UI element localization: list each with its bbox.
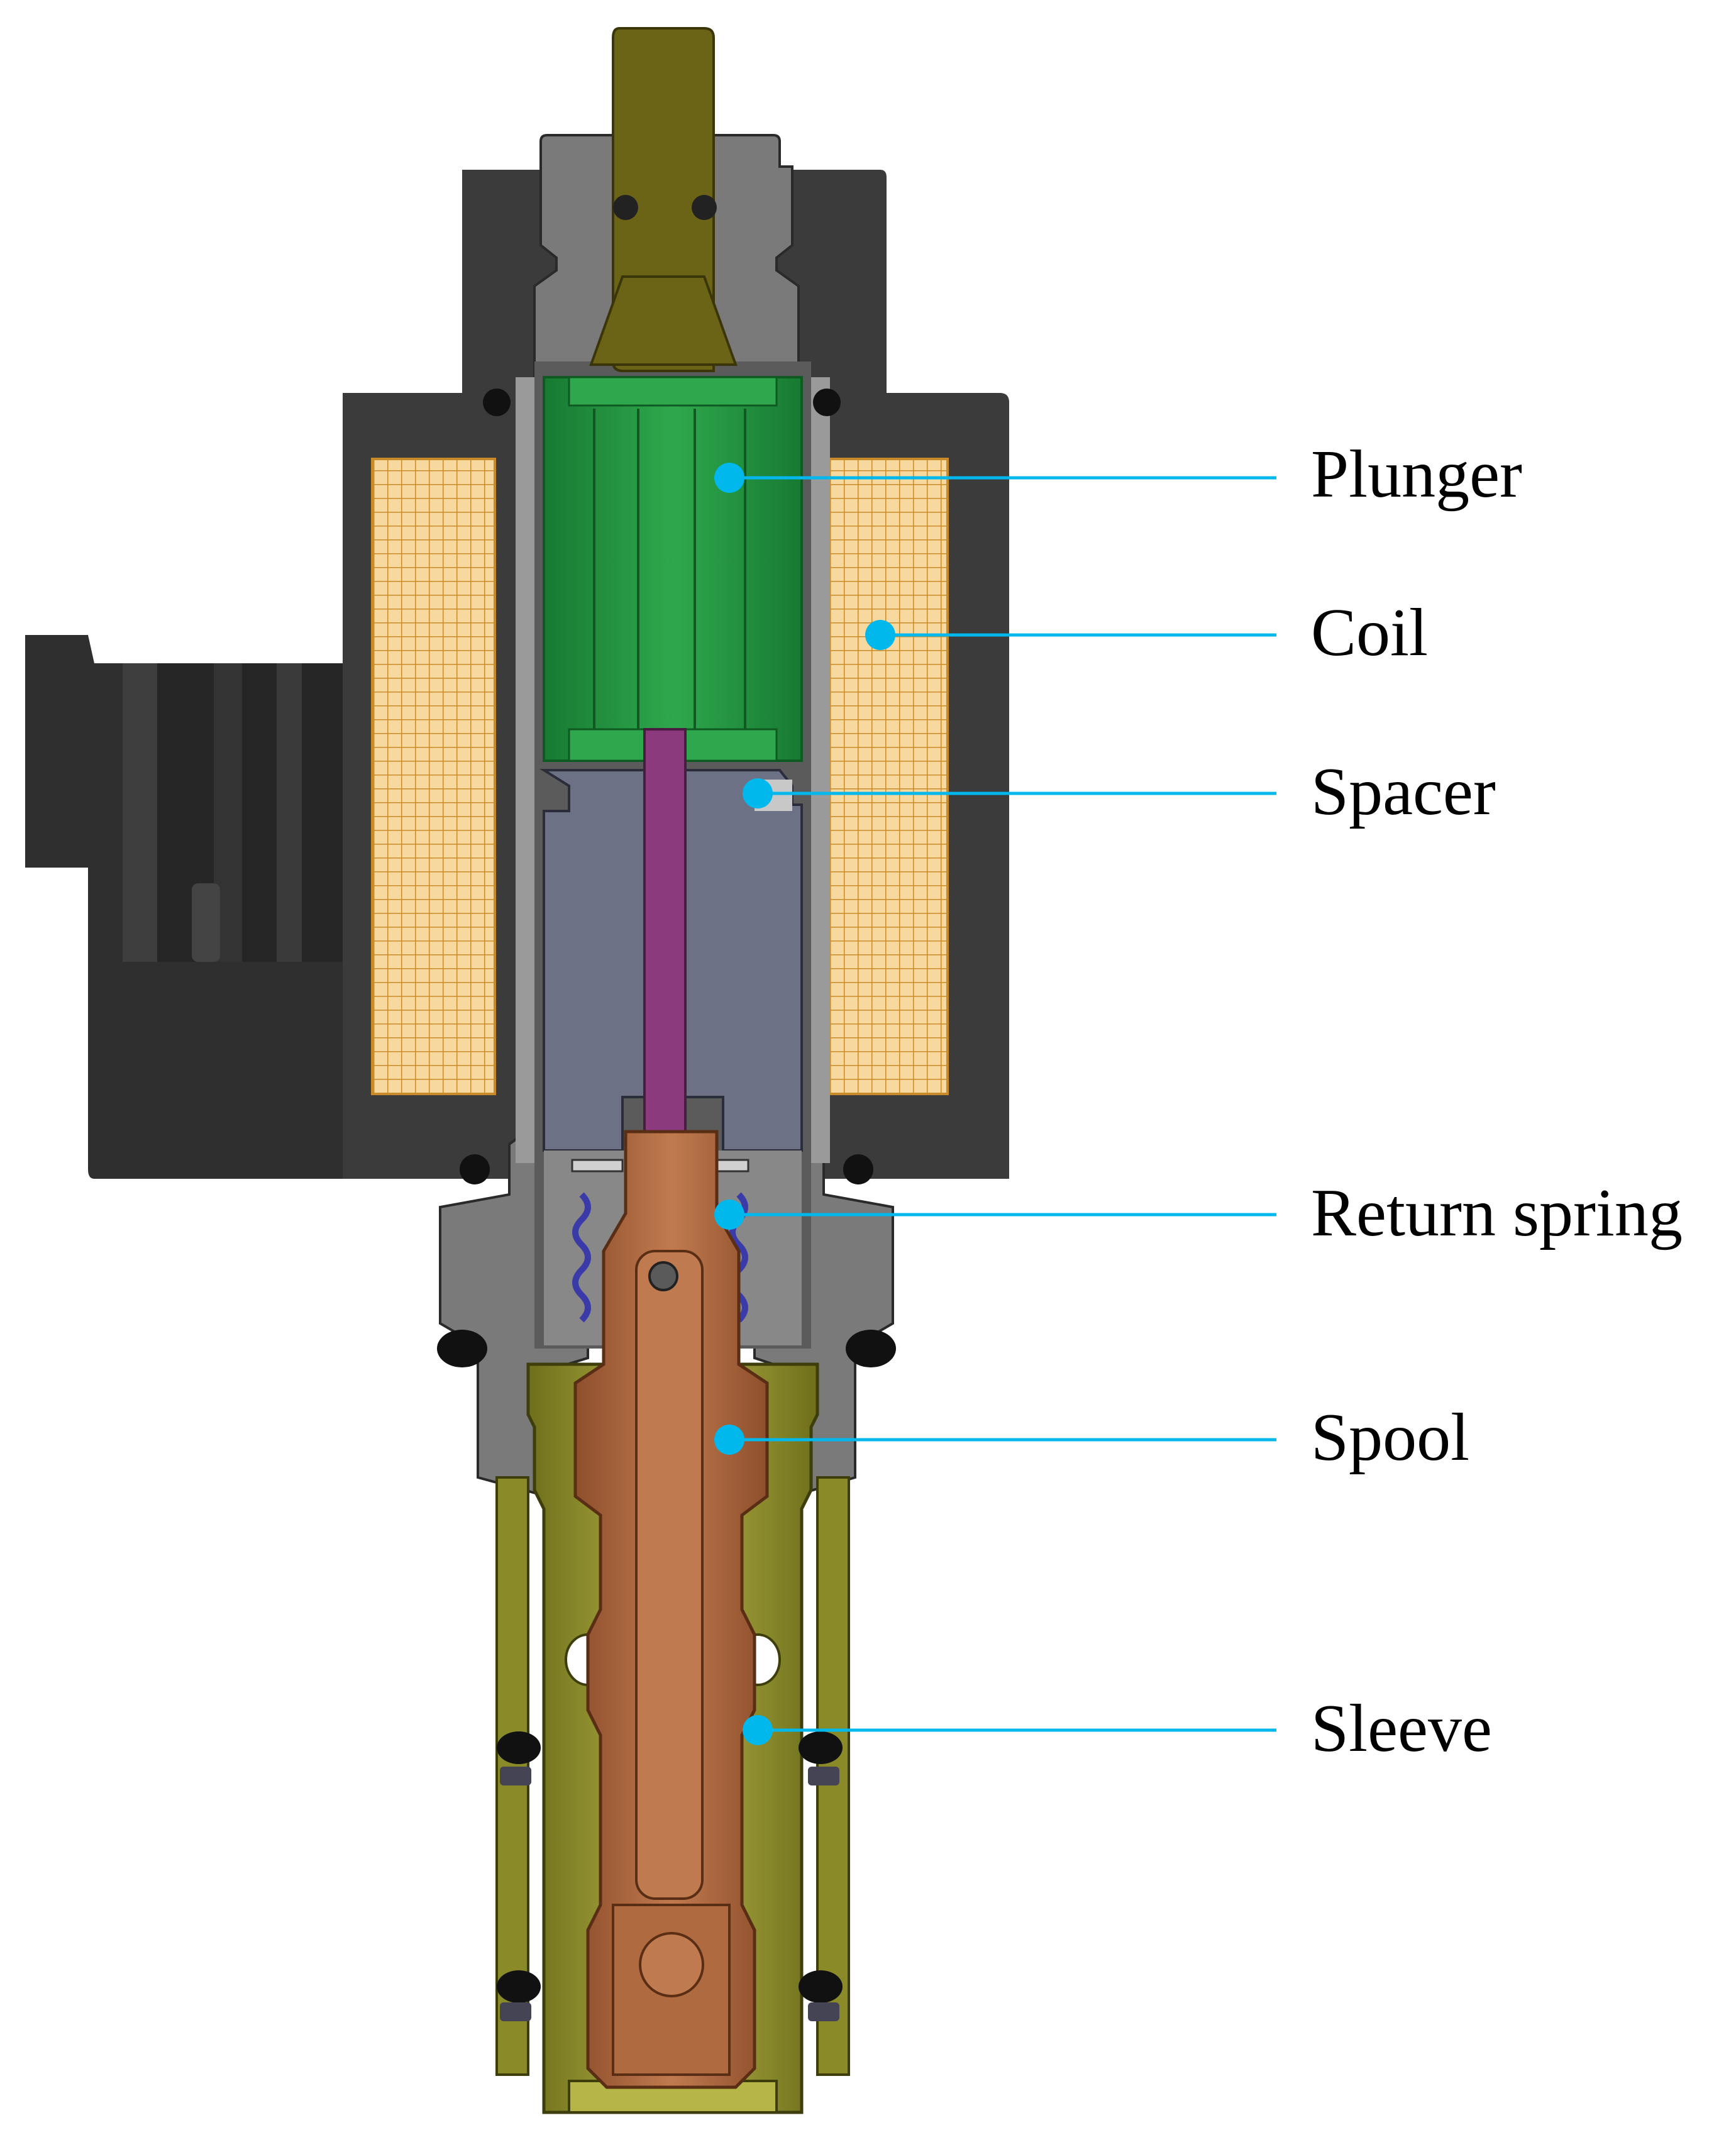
label-spool: Spool — [1311, 1400, 1469, 1475]
leader-coil — [865, 620, 1276, 650]
leader-dot-plunger — [714, 463, 744, 493]
leader-dot-spool — [714, 1425, 744, 1455]
label-return-spring: Return spring — [1311, 1176, 1683, 1250]
leader-spool — [714, 1425, 1276, 1455]
label-plunger: Plunger — [1311, 437, 1522, 512]
push-pin — [643, 728, 687, 1133]
label-sleeve: Sleeve — [1311, 1691, 1492, 1766]
o-ring-seals — [437, 389, 896, 2021]
spool — [573, 1130, 769, 2089]
leader-spacer — [743, 778, 1276, 808]
leader-dot-coil — [865, 620, 895, 650]
leader-plunger — [714, 463, 1276, 493]
coil-winding-right — [824, 458, 949, 1095]
coil-winding-left — [371, 458, 496, 1095]
top-stem — [589, 27, 738, 372]
leader-return-spring — [714, 1200, 1276, 1230]
leader-dot-spacer — [743, 778, 773, 808]
label-spacer: Spacer — [1311, 754, 1496, 829]
plunger — [543, 376, 803, 762]
leader-sleeve — [743, 1715, 1276, 1745]
leader-dot-sleeve — [743, 1715, 773, 1745]
leader-dot-return-spring — [714, 1200, 744, 1230]
label-coil: Coil — [1311, 595, 1428, 670]
